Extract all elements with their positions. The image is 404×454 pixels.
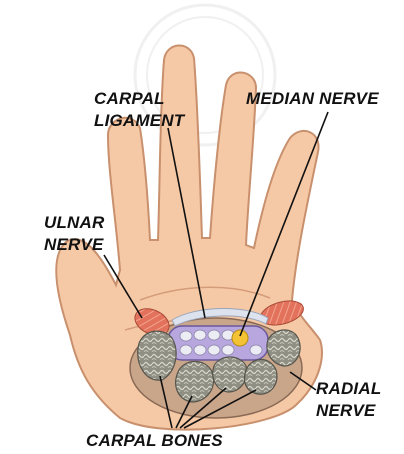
- tendon: [250, 345, 262, 355]
- tendon: [194, 330, 206, 340]
- carpal-bone: [245, 360, 277, 395]
- label-carpal-ligament-1: CARPAL: [94, 89, 165, 108]
- label-ulnar-nerve-1: ULNAR: [44, 213, 105, 232]
- label-radial-nerve-1: RADIAL: [316, 379, 381, 398]
- label-median-nerve: MEDIAN NERVE: [246, 89, 379, 108]
- tendon: [208, 330, 220, 340]
- median-nerve: [232, 330, 248, 346]
- label-ulnar-nerve-2: NERVE: [44, 235, 104, 254]
- carpal-bone: [138, 331, 176, 380]
- tendon: [180, 331, 192, 341]
- label-carpal-bones: CARPAL BONES: [86, 431, 223, 450]
- wrist-cross-section: [130, 297, 306, 418]
- tendon: [222, 345, 234, 355]
- tendon: [180, 345, 192, 355]
- tendon: [208, 345, 220, 355]
- tendon: [194, 345, 206, 355]
- label-radial-nerve-2: NERVE: [316, 401, 376, 420]
- label-carpal-ligament-2: LIGAMENT: [94, 111, 186, 130]
